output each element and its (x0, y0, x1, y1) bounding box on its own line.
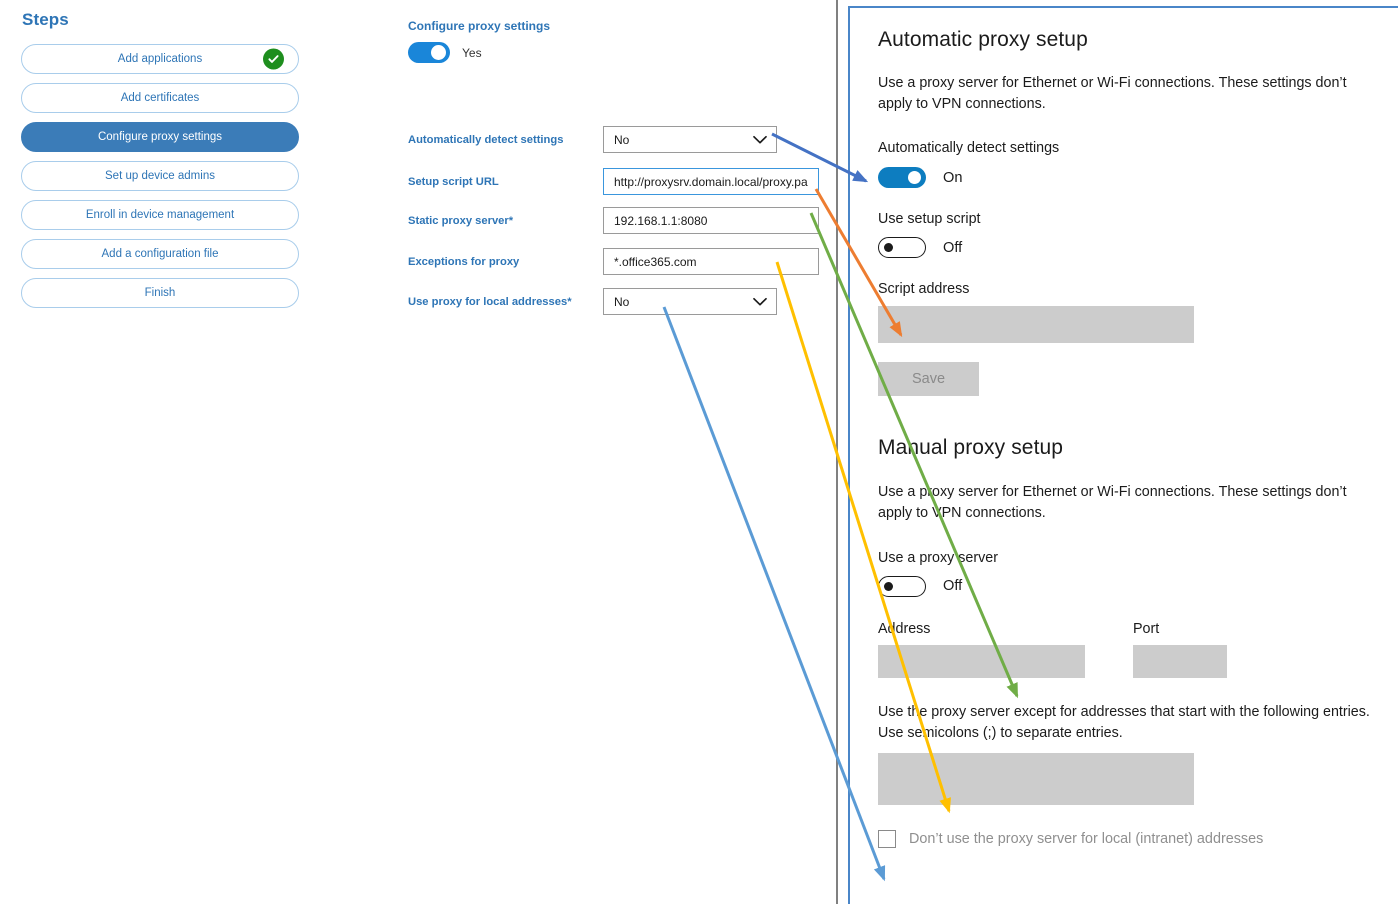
use-setup-script-toggle[interactable] (878, 237, 926, 259)
input-value: 192.168.1.1:8080 (614, 213, 708, 228)
use-setup-script-toggle-row[interactable]: Off (878, 237, 1378, 259)
port-group: Port (1133, 621, 1227, 678)
check-circle-icon (263, 48, 284, 70)
bypass-local-addresses-row[interactable]: Don’t use the proxy server for local (in… (878, 830, 1378, 849)
automatically-detect-settings-toggle-row[interactable]: On (878, 167, 1378, 189)
field-label: Static proxy server* (408, 215, 514, 227)
step-item-add-a-configuration-file[interactable]: Add a configuration file (21, 239, 299, 269)
field-static-proxy-server: Static proxy server* 192.168.1.1:8080 (408, 207, 828, 235)
field-automatically-detect-settings: Automatically detect settings No (408, 126, 828, 154)
step-item-set-up-device-admins[interactable]: Set up device admins (21, 161, 299, 191)
address-input[interactable] (878, 644, 1085, 678)
chevron-down-icon (753, 297, 767, 306)
steps-panel-title: Steps (22, 10, 69, 29)
step-item-label: Configure proxy settings (97, 131, 222, 143)
setup-script-url-input[interactable]: http://proxysrv.domain.local/proxy.pa (603, 168, 819, 195)
configure-proxy-toggle-row[interactable]: Yes (408, 42, 482, 63)
manual-proxy-setup-heading: Manual proxy setup (878, 436, 1064, 460)
script-address-input[interactable] (878, 306, 1194, 344)
step-item-label: Finish (144, 287, 176, 299)
chevron-down-icon (753, 135, 767, 144)
save-button[interactable]: Save (878, 362, 979, 397)
toggle-knob (431, 45, 446, 60)
field-exceptions-for-proxy: Exceptions for proxy *.office365.com (408, 248, 828, 276)
step-item-add-certificates[interactable]: Add certificates (21, 83, 299, 113)
configure-proxy-toggle-label: Yes (462, 45, 482, 60)
settings-content: Automatic proxy setup Use a proxy server… (878, 8, 1378, 849)
steps-list: Add applications Add certificates Config… (21, 44, 299, 317)
windows-proxy-settings-panel: Automatic proxy setup Use a proxy server… (848, 6, 1398, 904)
field-setup-script-url: Setup script URL http://proxysrv.domain.… (408, 168, 828, 196)
field-label: Setup script URL (408, 176, 499, 188)
address-group: Address (878, 621, 1085, 678)
input-value: *.office365.com (614, 254, 697, 269)
steps-panel: Steps Add applications Add certificates … (0, 0, 330, 904)
port-label: Port (1133, 620, 1160, 637)
step-item-label: Set up device admins (105, 170, 215, 182)
port-input[interactable] (1133, 644, 1227, 678)
step-item-finish[interactable]: Finish (21, 278, 299, 308)
panel-divider (836, 0, 838, 904)
field-label: Use proxy for local addresses* (408, 296, 572, 308)
configure-proxy-toggle[interactable] (408, 42, 450, 63)
field-label: Automatically detect settings (408, 134, 564, 146)
toggle-state-label: Off (943, 578, 963, 595)
bypass-local-addresses-label: Don’t use the proxy server for local (in… (909, 831, 1264, 848)
toggle-knob (884, 581, 893, 591)
use-setup-script-label: Use setup script (878, 211, 981, 228)
automatically-detect-settings-label: Automatically detect settings (878, 140, 1060, 157)
step-item-add-applications[interactable]: Add applications (21, 44, 299, 74)
step-item-label: Add applications (117, 53, 203, 65)
toggle-knob (908, 171, 921, 185)
automatically-detect-settings-toggle[interactable] (878, 167, 926, 189)
toggle-state-label: Off (943, 239, 963, 256)
address-label: Address (878, 620, 931, 637)
use-a-proxy-server-label: Use a proxy server (878, 549, 998, 566)
exceptions-input[interactable] (878, 753, 1194, 806)
script-address-label: Script address (878, 281, 970, 298)
static-proxy-server-input[interactable]: 192.168.1.1:8080 (603, 207, 819, 234)
toggle-state-label: On (943, 169, 963, 186)
step-item-enroll-in-device-management[interactable]: Enroll in device management (21, 200, 299, 230)
exceptions-description: Use the proxy server except for addresse… (878, 703, 1370, 741)
step-item-configure-proxy-settings[interactable]: Configure proxy settings (21, 122, 299, 152)
toggle-knob (884, 243, 893, 253)
step-item-label: Add a configuration file (101, 248, 219, 260)
use-proxy-for-local-addresses-select[interactable]: No (603, 288, 777, 315)
select-value: No (614, 132, 630, 147)
checkbox-icon[interactable] (878, 830, 896, 849)
field-use-proxy-for-local-addresses: Use proxy for local addresses* No (408, 288, 828, 316)
select-value: No (614, 294, 630, 309)
address-port-row: Address Port (878, 621, 1378, 678)
use-a-proxy-server-toggle[interactable] (878, 575, 926, 597)
use-a-proxy-server-toggle-row[interactable]: Off (878, 575, 1378, 597)
input-value: http://proxysrv.domain.local/proxy.pa (614, 174, 808, 189)
proxy-form-panel: Configure proxy settings Yes Automatical… (330, 0, 835, 904)
automatic-proxy-setup-description: Use a proxy server for Ethernet or Wi-Fi… (878, 75, 1347, 112)
field-label: Exceptions for proxy (408, 256, 520, 268)
manual-proxy-setup-description: Use a proxy server for Ethernet or Wi-Fi… (878, 484, 1347, 522)
automatic-proxy-setup-heading: Automatic proxy setup (878, 28, 1088, 51)
step-item-label: Add certificates (120, 92, 200, 104)
form-heading: Configure proxy settings (408, 19, 551, 33)
exceptions-for-proxy-input[interactable]: *.office365.com (603, 248, 819, 275)
automatically-detect-settings-select[interactable]: No (603, 126, 777, 153)
step-item-label: Enroll in device management (85, 209, 235, 221)
